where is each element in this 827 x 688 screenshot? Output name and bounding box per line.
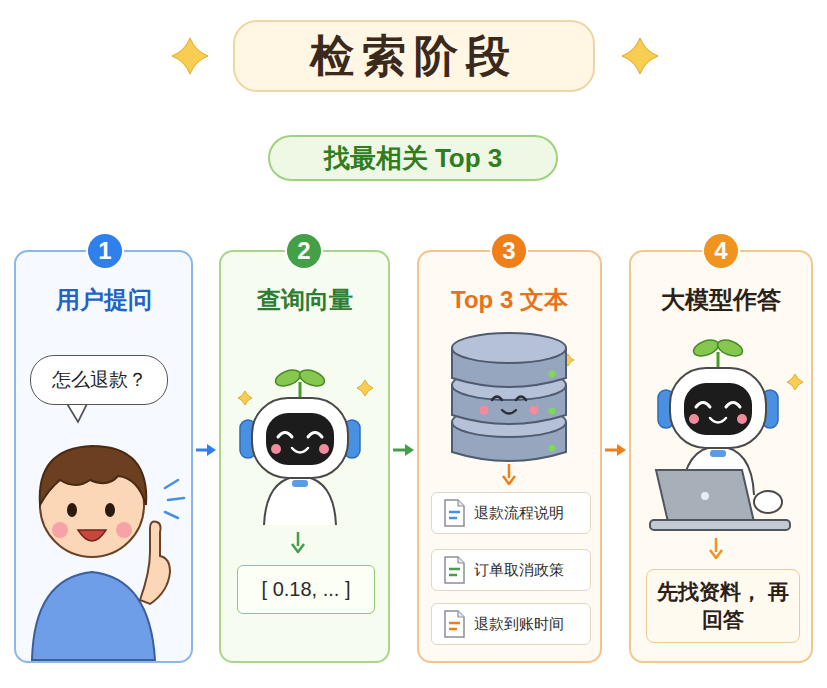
diagram-title: 检索阶段	[310, 27, 518, 86]
flow-arrow	[196, 444, 216, 456]
speech-bubble-text: 怎么退款？	[52, 367, 147, 393]
doc-item-text: 退款流程说明	[474, 504, 564, 523]
step-heading: 大模型作答	[631, 284, 811, 316]
doc-icon	[443, 610, 465, 638]
step-number: 2	[285, 232, 323, 270]
vector-box: [ 0.18, ... ]	[237, 565, 375, 614]
step-number-text: 4	[714, 237, 727, 265]
step-number-text: 1	[98, 237, 111, 265]
doc-item: 订单取消政策	[431, 549, 591, 591]
title-frame: 检索阶段	[233, 20, 595, 92]
subtitle-pill-text: 找最相关 Top 3	[324, 141, 503, 176]
flow-arrow	[605, 444, 626, 456]
sparkle	[622, 38, 658, 74]
doc-icon	[443, 556, 465, 584]
speech-bubble: 怎么退款？	[30, 355, 168, 405]
doc-item-text: 退款到账时间	[474, 615, 564, 634]
step-heading: 查询向量	[221, 284, 388, 316]
doc-icon	[443, 499, 465, 527]
step-heading: Top 3 文本	[419, 284, 600, 316]
step-number: 1	[86, 232, 124, 270]
answer-box-text: 先找资料， 再回答	[655, 578, 791, 635]
database-icon	[452, 333, 566, 461]
step-number: 3	[490, 232, 528, 270]
flow-arrow	[393, 444, 414, 456]
step-number: 4	[702, 232, 740, 270]
sparkle	[172, 38, 208, 74]
doc-item-text: 订单取消政策	[474, 561, 564, 580]
vector-box-text: [ 0.18, ... ]	[262, 578, 351, 601]
answer-box: 先找资料， 再回答	[646, 569, 800, 643]
subtitle-pill: 找最相关 Top 3	[268, 135, 558, 181]
step-heading: 用户提问	[16, 284, 191, 316]
step-number-text: 2	[297, 237, 310, 265]
doc-item: 退款流程说明	[431, 492, 591, 534]
step-number-text: 3	[502, 237, 515, 265]
doc-item: 退款到账时间	[431, 603, 591, 645]
